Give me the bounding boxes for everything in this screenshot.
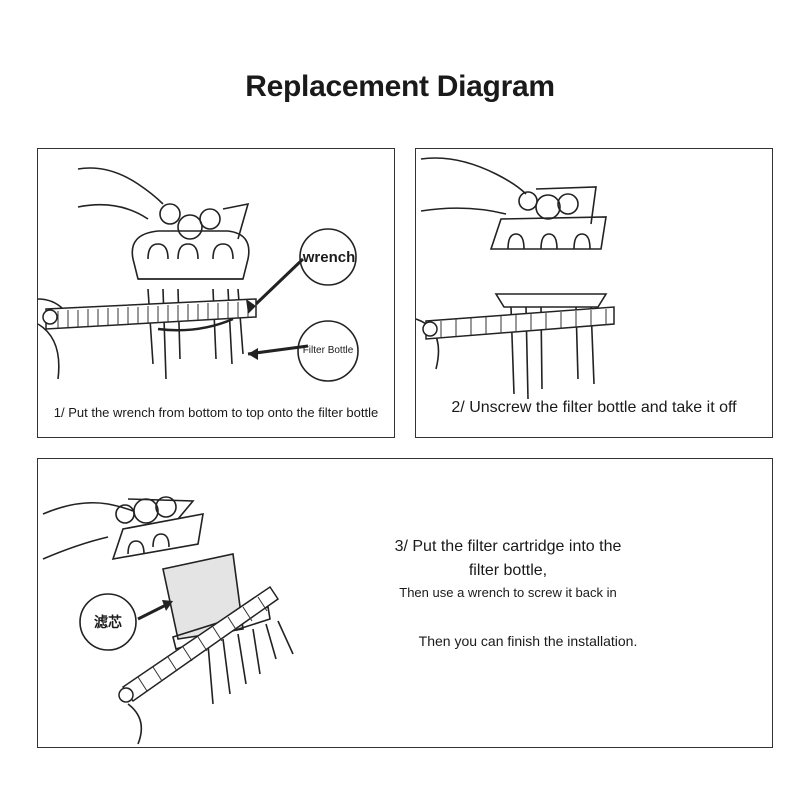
step-1-caption: 1/ Put the wrench from bottom to top ont… (53, 405, 379, 420)
callout-filter-bottle: Filter Bottle (302, 345, 354, 356)
page-title: Replacement Diagram (245, 70, 555, 103)
step-2-illustration (416, 157, 615, 400)
callout-filter-core: 滤芯 (94, 614, 122, 630)
step-3-illustration (42, 496, 294, 745)
step-1-illustration (38, 167, 359, 382)
wrench-band (42, 298, 257, 330)
step-3-caption-main: 3/ Put the filter cartridge into the fil… (394, 538, 622, 579)
wrench-band (118, 585, 280, 703)
step-3-caption-sub: Then use a wrench to screw it back in (399, 585, 617, 600)
step-2-panel: 2/ Unscrew the filter bottle and take it… (415, 148, 773, 438)
step-2-caption: 2/ Unscrew the filter bottle and take it… (451, 399, 737, 416)
step-1-panel: wrench Filter Bottle 1/ Put the wrench f… (37, 148, 395, 438)
callout-wrench: wrench (302, 249, 356, 266)
step-3-panel: 滤芯 3/ Put the filter cartridge into the … (37, 458, 773, 748)
step-3-caption-end: Then you can finish the installation. (418, 633, 638, 649)
wrench-band (422, 306, 615, 340)
